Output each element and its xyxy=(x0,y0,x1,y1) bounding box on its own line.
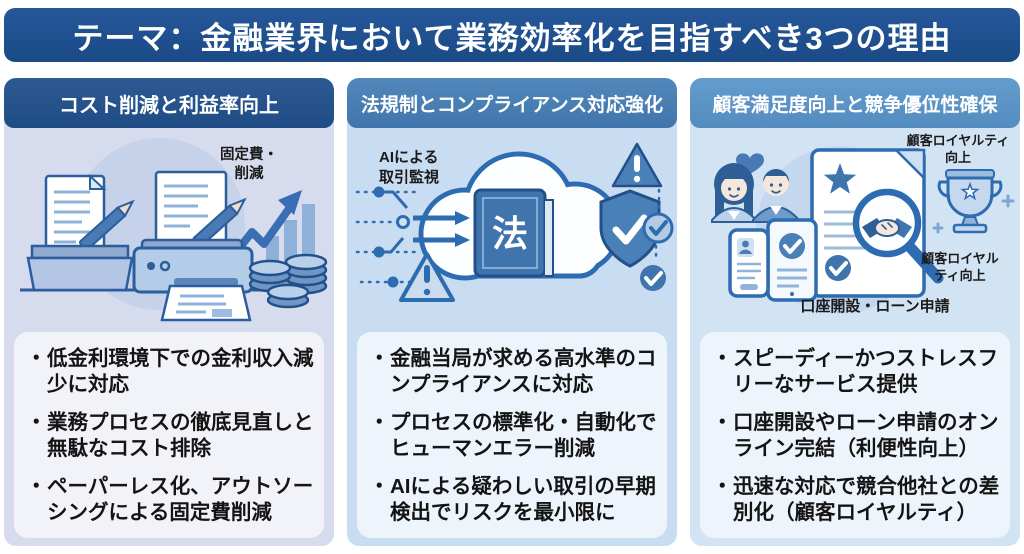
column2-illustration: 法 xyxy=(347,128,677,324)
bullet-marker: ・ xyxy=(369,411,390,435)
bullet-marker: ・ xyxy=(369,347,390,370)
column3-badge: 顧客満足度向上と競争優位性確保 xyxy=(690,78,1020,128)
fixed-cost-label: 固定費・ 削減 xyxy=(214,146,284,184)
bullet-marker: ・ xyxy=(26,475,47,499)
ai-monitoring-label-line1: AIによる xyxy=(379,149,439,166)
customer-satisfaction-graphic xyxy=(711,146,1015,314)
column-cost-reduction: コスト削減と利益率向上 xyxy=(4,78,334,546)
bullet-text: 迅速な対応で競合他社との差別化（顧客ロイヤルティ） xyxy=(733,475,1000,525)
bullet-item: ・ AIによる疑わしい取引の早期検出でリスクを最小限に xyxy=(369,474,657,526)
sparkle-icon xyxy=(932,194,1015,234)
warning-icon-bottom xyxy=(399,252,455,302)
loyalty-top-label: 顧客ロイヤルティ 向上 xyxy=(898,133,1018,167)
loyalty-side-label-line1: 顧客ロイヤル xyxy=(921,251,999,266)
bullet-text: 口座開設やローン申請のオンライン完結（利便性向上） xyxy=(733,411,999,461)
check-circle-icons xyxy=(640,188,674,291)
loyalty-top-label-line1: 顧客ロイヤルティ xyxy=(906,133,1010,148)
trophy-icon xyxy=(932,169,1015,234)
warning-icon-top xyxy=(611,142,663,188)
column3-bullet-box: ・ スピーディーかつストレスフリーなサービス提供 ・ 口座開設やローン申請のオン… xyxy=(700,332,1010,538)
loyalty-top-label-line2: 向上 xyxy=(944,149,971,165)
column1-illustration: 固定費・ 削減 xyxy=(4,128,334,324)
bullet-text: 低金利環境下での金利収入減少に対応 xyxy=(47,347,314,397)
law-book-icon: 法 xyxy=(473,188,554,278)
bullet-text: プロセスの標準化・自動化でヒューマンエラー削減 xyxy=(390,411,657,461)
bullet-item: ・ 業務プロセスの徹底見直しと無駄なコスト排除 xyxy=(26,410,314,462)
bullet-marker: ・ xyxy=(712,475,733,499)
ai-monitoring-label-line2: 取引監視 xyxy=(379,168,440,186)
column2-bullet-box: ・ 金融当局が求める高水準のコンプライアンスに対応 ・ プロセスの標準化・自動化… xyxy=(357,332,667,538)
column1-bullet-box: ・ 低金利環境下での金利収入減少に対応 ・ 業務プロセスの徹底見直しと無駄なコス… xyxy=(14,332,324,538)
ai-monitoring-label: AIによる 取引監視 xyxy=(379,148,475,187)
bullet-item: ・ 口座開設やローン申請のオンライン完結（利便性向上） xyxy=(712,410,1000,462)
cost-reduction-graphic xyxy=(20,138,328,322)
column-compliance: 法規制とコンプライアンス対応強化 xyxy=(347,78,677,546)
document-tray-icon xyxy=(26,173,135,292)
bullet-text: AIによる疑わしい取引の早期検出でリスクを最小限に xyxy=(390,475,656,525)
customer-couple-icon xyxy=(711,163,800,223)
bullet-marker: ・ xyxy=(712,347,733,370)
columns-row: コスト削減と利益率向上 xyxy=(0,78,1024,546)
column-customer-satisfaction: 顧客満足度向上と競争優位性確保 xyxy=(690,78,1020,546)
star-icon xyxy=(823,163,857,194)
bullet-marker: ・ xyxy=(26,347,47,370)
bullet-marker: ・ xyxy=(712,411,733,435)
circuit-icon xyxy=(355,186,470,288)
bullet-text: 業務プロセスの徹底見直しと無駄なコスト排除 xyxy=(47,411,314,461)
bullet-item: ・ プロセスの標準化・自動化でヒューマンエラー削減 xyxy=(369,410,657,462)
law-character: 法 xyxy=(492,213,528,254)
column2-badge: 法規制とコンプライアンス対応強化 xyxy=(347,78,677,128)
fixed-cost-label-line2: 削減 xyxy=(234,165,264,182)
column1-badge: コスト削減と利益率向上 xyxy=(4,78,334,128)
bullet-text: スピーディーかつストレスフリーなサービス提供 xyxy=(733,347,999,397)
bullet-item: ・ 低金利環境下での金利収入減少に対応 xyxy=(26,346,314,398)
bullet-item: ・ スピーディーかつストレスフリーなサービス提供 xyxy=(712,346,1000,398)
bullet-item: ・ ペーパーレス化、アウトソーシングによる固定費削減 xyxy=(26,474,314,526)
bullet-marker: ・ xyxy=(369,475,390,499)
loyalty-side-label: 顧客ロイヤル ティ向上 xyxy=(900,251,1020,285)
page-title: テーマ：金融業界において業務効率化を目指すべき3つの理由 xyxy=(4,8,1020,62)
fixed-cost-label-line1: 固定費・ xyxy=(220,147,278,163)
bullet-item: ・ 金融当局が求める高水準のコンプライアンスに対応 xyxy=(369,346,657,398)
bullet-item: ・ 迅速な対応で競合他社との差別化（顧客ロイヤルティ） xyxy=(712,474,1000,526)
check-circle-icon xyxy=(825,255,851,281)
printer-icon xyxy=(132,170,254,322)
application-label: 口座開設・ローン申請 xyxy=(800,298,950,315)
phone-icon xyxy=(728,228,770,298)
bullet-text: 金融当局が求める高水準のコンプライアンスに対応 xyxy=(390,347,657,397)
bullet-marker: ・ xyxy=(26,411,47,435)
column3-illustration: 顧客ロイヤルティ 向上 顧客ロイヤル ティ向上 口座開設・ローン申請 xyxy=(690,128,1020,324)
loyalty-side-label-line2: ティ向上 xyxy=(934,267,986,283)
coins-icon xyxy=(248,253,328,309)
tablet-icon xyxy=(766,218,818,302)
magnifier-handshake-icon xyxy=(852,188,944,284)
compliance-graphic: 法 xyxy=(355,142,674,302)
bullet-text: ペーパーレス化、アウトソーシングによる固定費削減 xyxy=(47,475,314,525)
